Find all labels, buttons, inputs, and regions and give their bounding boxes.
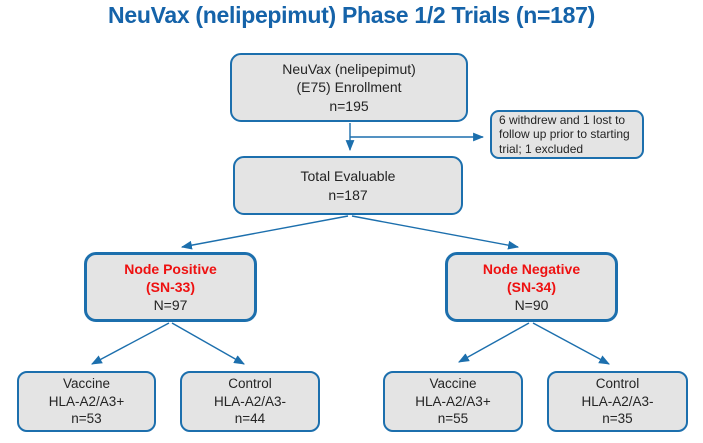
nn-vaccine-box: Vaccine HLA-A2/A3+ n=55	[383, 371, 523, 432]
total-evaluable-box: Total Evaluable n=187	[233, 156, 463, 215]
np-control-count: n=44	[234, 411, 266, 427]
page-title: NeuVax (nelipepimut) Phase 1/2 Trials (n…	[108, 2, 595, 28]
edge-total-nodenegative	[351, 215, 520, 250]
node-negative-name: Node Negative	[482, 260, 581, 277]
enrollment-subtitle: (E75) Enrollment	[296, 79, 402, 96]
enrollment-box: NeuVax (nelipepimut) (E75) Enrollment n=…	[230, 53, 468, 122]
node-positive-box: Node Positive (SN-33) N=97	[84, 252, 257, 322]
node-positive-name: Node Positive	[124, 260, 217, 277]
np-vaccine-name: Vaccine	[62, 376, 111, 392]
withdrawn-note-line-3: trial; 1 excluded	[499, 141, 584, 156]
total-evaluable-name: Total Evaluable	[300, 168, 396, 185]
nn-control-box: Control HLA-A2/A3- n=35	[547, 371, 688, 432]
edge-nodenegative-control	[532, 322, 610, 365]
nn-vaccine-count: n=55	[437, 411, 469, 427]
total-evaluable-count: n=187	[328, 186, 368, 203]
node-negative-box: Node Negative (SN-34) N=90	[445, 252, 618, 322]
nn-control-subtitle: HLA-A2/A3-	[581, 393, 654, 409]
np-vaccine-subtitle: HLA-A2/A3+	[48, 393, 125, 409]
nn-vaccine-subtitle: HLA-A2/A3+	[415, 393, 491, 409]
edge-total-nodepositive	[180, 215, 349, 250]
nn-vaccine-name: Vaccine	[429, 376, 477, 392]
enrollment-count: n=195	[329, 97, 369, 114]
enrollment-name: NeuVax (nelipepimut)	[282, 61, 416, 78]
np-control-name: Control	[228, 376, 272, 392]
nn-control-count: n=35	[602, 411, 633, 427]
node-positive-count: N=97	[153, 297, 188, 314]
node-negative-subtitle: (SN-34)	[506, 278, 556, 295]
edge-nodepositive-vaccine	[91, 322, 170, 365]
np-vaccine-count: n=53	[71, 411, 102, 427]
np-control-subtitle: HLA-A2/A3-	[213, 393, 287, 409]
np-vaccine-box: Vaccine HLA-A2/A3+ n=53	[17, 371, 156, 432]
np-control-box: Control HLA-A2/A3- n=44	[180, 371, 320, 432]
edge-nodepositive-control	[171, 322, 245, 365]
node-positive-subtitle: (SN-33)	[145, 278, 195, 295]
withdrawn-note-line-1: 6 withdrew and 1 lost to	[499, 112, 626, 127]
edge-nodenegative-vaccine	[458, 322, 530, 363]
withdrawn-note-box: 6 withdrew and 1 lost to follow up prior…	[490, 110, 644, 159]
nn-control-name: Control	[595, 376, 640, 392]
withdrawn-note-line-2: follow up prior to starting	[499, 127, 630, 142]
node-negative-count: N=90	[514, 297, 549, 314]
